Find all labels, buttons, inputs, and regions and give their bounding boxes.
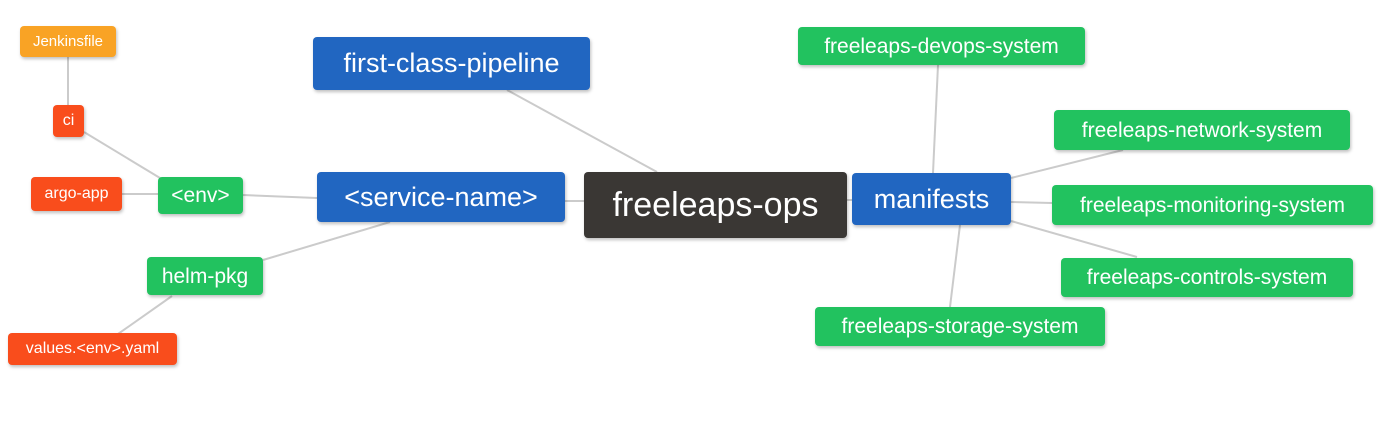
- node-root-freeleaps-ops[interactable]: freeleaps-ops: [584, 172, 847, 238]
- node-ci[interactable]: ci: [53, 105, 84, 137]
- node-helm-pkg[interactable]: helm-pkg: [147, 257, 263, 295]
- node-freeleaps-storage-system[interactable]: freeleaps-storage-system: [815, 307, 1105, 346]
- node-argo-app[interactable]: argo-app: [31, 177, 122, 211]
- edge-pipeline-root: [506, 89, 658, 173]
- node-manifests[interactable]: manifests: [852, 173, 1011, 225]
- edge-service-name-helm-pkg: [262, 221, 391, 261]
- node-first-class-pipeline[interactable]: first-class-pipeline: [313, 37, 590, 90]
- node-values-env-yaml[interactable]: values.<env>.yaml: [8, 333, 177, 365]
- edge-env-service-name: [242, 194, 318, 199]
- node-jenkinsfile[interactable]: Jenkinsfile: [20, 26, 116, 57]
- edge-manifests-devops: [932, 64, 939, 174]
- node-freeleaps-network-system[interactable]: freeleaps-network-system: [1054, 110, 1350, 150]
- edge-helm-pkg-values-yaml: [117, 295, 173, 335]
- node-freeleaps-devops-system[interactable]: freeleaps-devops-system: [798, 27, 1085, 65]
- edge-ci-env: [83, 131, 161, 179]
- node-env[interactable]: <env>: [158, 177, 243, 214]
- node-service-name[interactable]: <service-name>: [317, 172, 565, 222]
- node-freeleaps-controls-system[interactable]: freeleaps-controls-system: [1061, 258, 1353, 297]
- edge-manifests-controls: [1010, 220, 1138, 258]
- node-freeleaps-monitoring-system[interactable]: freeleaps-monitoring-system: [1052, 185, 1373, 225]
- edge-manifests-monitoring: [1010, 201, 1053, 204]
- edge-manifests-network: [1010, 149, 1124, 179]
- edge-manifests-storage: [949, 224, 961, 308]
